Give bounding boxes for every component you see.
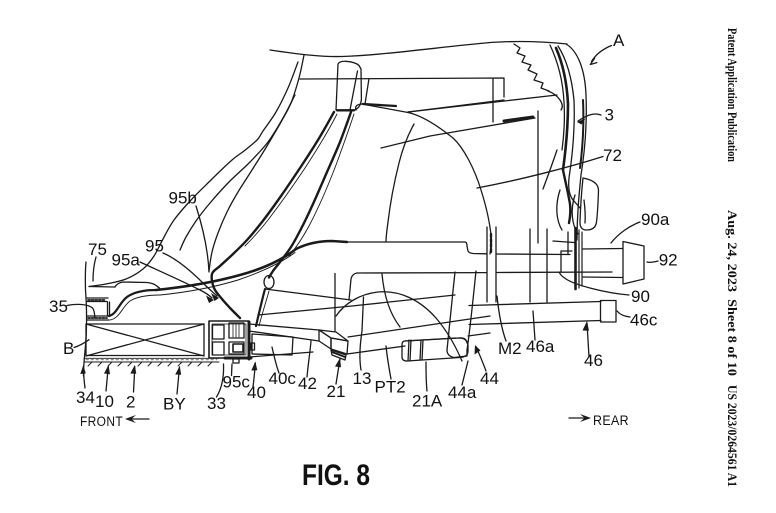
svg-text:3: 3 <box>605 106 614 125</box>
svg-text:Aug. 24, 2023 Sheet 8 of 10: Aug. 24, 2023 Sheet 8 of 10 <box>725 210 740 376</box>
svg-text:46: 46 <box>584 351 603 370</box>
svg-text:46c: 46c <box>630 311 658 330</box>
svg-text:FIG. 8: FIG. 8 <box>302 459 370 492</box>
svg-text:34: 34 <box>76 388 95 407</box>
svg-text:44: 44 <box>480 369 499 388</box>
svg-text:95: 95 <box>145 237 164 256</box>
svg-text:40c: 40c <box>269 369 297 388</box>
svg-text:10: 10 <box>95 392 114 411</box>
svg-text:75: 75 <box>88 240 107 259</box>
svg-text:46a: 46a <box>526 337 555 356</box>
svg-text:33: 33 <box>207 394 226 413</box>
svg-text:95c: 95c <box>223 373 251 392</box>
svg-text:44a: 44a <box>448 383 477 402</box>
svg-text:M2: M2 <box>498 339 522 358</box>
svg-text:21: 21 <box>327 382 346 401</box>
svg-text:PT2: PT2 <box>375 378 406 397</box>
svg-text:35: 35 <box>49 297 68 316</box>
svg-text:US 2023/0264561 A1: US 2023/0264561 A1 <box>725 385 740 487</box>
svg-text:95a: 95a <box>112 251 141 270</box>
svg-text:Patent Application Publication: Patent Application Publication <box>725 28 740 163</box>
svg-text:90a: 90a <box>641 210 670 229</box>
svg-text:B: B <box>63 339 74 358</box>
svg-text:BY: BY <box>163 395 186 414</box>
svg-text:95b: 95b <box>169 189 197 208</box>
svg-text:A: A <box>613 31 625 50</box>
svg-text:72: 72 <box>603 146 622 165</box>
svg-text:90: 90 <box>631 287 650 306</box>
svg-text:2: 2 <box>126 393 135 412</box>
svg-text:92: 92 <box>659 251 678 270</box>
svg-text:13: 13 <box>353 369 372 388</box>
svg-text:REAR: REAR <box>593 413 629 428</box>
svg-text:21A: 21A <box>412 392 443 411</box>
svg-text:42: 42 <box>298 374 317 393</box>
svg-text:FRONT: FRONT <box>80 414 123 429</box>
svg-text:40: 40 <box>247 383 266 402</box>
